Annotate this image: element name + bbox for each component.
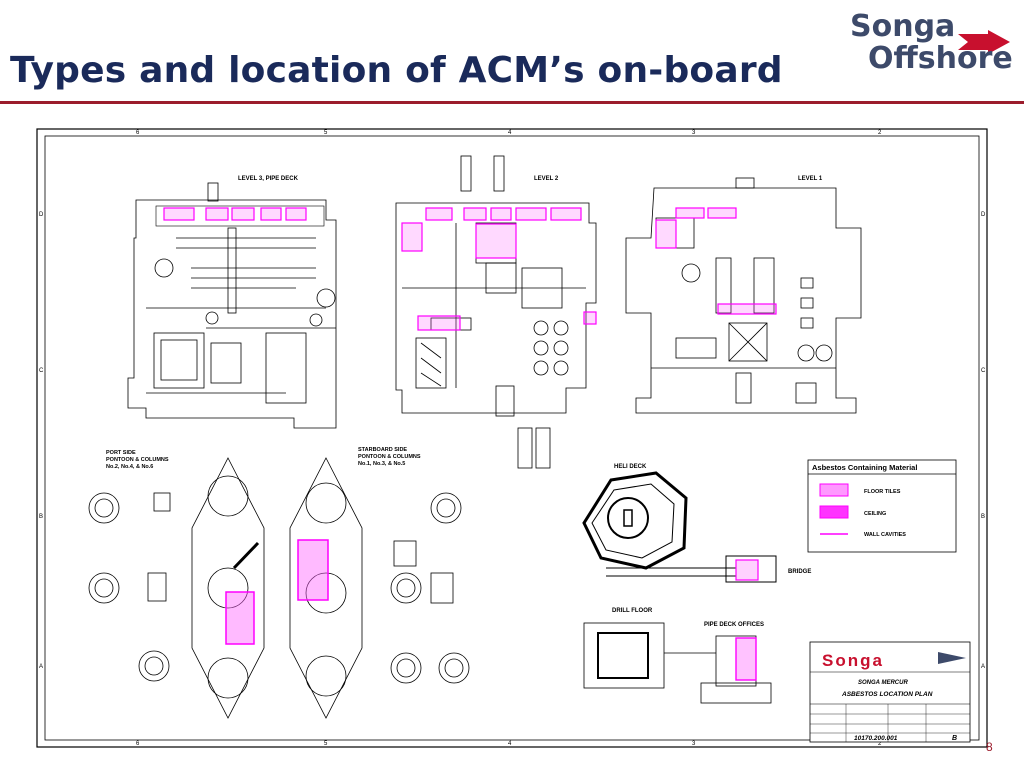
grid-number-bottom: 6	[136, 741, 140, 747]
stbd-pontoon-acm-ceiling	[297, 539, 329, 601]
level-1-plan: LEVEL 1	[625, 176, 862, 414]
logo-line-1: Songa	[850, 9, 956, 44]
grid-number-top: 5	[324, 130, 328, 136]
level-1-acm-ceiling	[655, 207, 777, 315]
sheet-inner-border	[44, 135, 980, 741]
grid-numbers-top: 6 5 4 3 2	[136, 130, 882, 136]
level-3-acm-ceiling	[163, 207, 307, 221]
grid-letter: B	[981, 514, 985, 520]
grid-letter: D	[981, 212, 986, 218]
drill-floor-label: DRILL FLOOR	[612, 608, 653, 614]
page-number: 8	[986, 740, 993, 754]
grid-numbers-bottom: 6 5 4 3 2	[136, 741, 882, 747]
grid-number-bottom: 4	[508, 741, 512, 747]
stbd-pontoon-title: STARBOARD SIDE	[358, 447, 407, 453]
level-1-label: LEVEL 1	[798, 176, 823, 182]
title-block-revision: B	[952, 735, 957, 742]
asbestos-location-drawing: 6 5 4 3 2 6 5 4 3 2 D C B A D C B A LEVE…	[36, 128, 988, 748]
grid-number-top: 2	[878, 130, 882, 136]
bridge-acm	[735, 559, 759, 581]
legend-item: FLOOR TILES	[864, 489, 901, 495]
port-pontoon-subtitle: PONTOON & COLUMNS	[106, 457, 169, 463]
heli-deck-section: HELI DECK BRIDGE	[582, 464, 811, 583]
grid-number-top: 6	[136, 130, 140, 136]
pipe-deck-offices-acm	[735, 637, 757, 681]
grid-letter: A	[39, 664, 43, 670]
heli-deck-label: HELI DECK	[614, 464, 647, 470]
grid-letters-left: D C B A	[39, 212, 44, 670]
floor-tiles-swatch	[819, 483, 849, 497]
title-divider	[0, 101, 1024, 104]
grid-letter: D	[39, 212, 44, 218]
legend-item: CEILING	[864, 511, 886, 517]
logo-line-2: Offshore	[868, 41, 1013, 76]
legend-item: WALL CAVITIES	[864, 532, 906, 538]
grid-letter: C	[39, 368, 44, 374]
title-block-arrow-icon	[938, 652, 966, 664]
drill-floor-section: DRILL FLOOR PIPE DECK OFFICES	[583, 608, 772, 704]
stbd-pontoon-columns: No.1, No.3, & No.5	[358, 461, 405, 467]
grid-letter: A	[981, 664, 985, 670]
port-pontoon-acm-ceiling	[225, 591, 255, 645]
grid-number-bottom: 2	[878, 741, 882, 747]
slide-title: Types and location of ACM’s on-board	[10, 50, 783, 91]
stbd-pontoon-subtitle: PONTOON & COLUMNS	[358, 454, 421, 460]
acm-legend: Asbestos Containing Material FLOOR TILES…	[807, 459, 957, 553]
level-2-acm-ceiling	[401, 207, 597, 331]
grid-letters-right: D C B A	[981, 212, 986, 670]
logo-arrow-icon	[958, 30, 1010, 54]
starboard-pontoon-section: STARBOARD SIDE PONTOON & COLUMNS No.1, N…	[289, 447, 470, 719]
pipe-deck-offices-label: PIPE DECK OFFICES	[704, 622, 764, 628]
legend-title: Asbestos Containing Material	[812, 463, 917, 472]
level-3-label: LEVEL 3, PIPE DECK	[238, 176, 299, 182]
songa-offshore-logo: Songa Offshore	[846, 9, 1013, 80]
port-pontoon-section: PORT SIDE PONTOON & COLUMNS No.2, No.4, …	[88, 450, 265, 719]
drawing-title-block: Songa SONGA MERCUR ASBESTOS LOCATION PLA…	[809, 641, 971, 743]
grid-number-top: 4	[508, 130, 512, 136]
level-2-label: LEVEL 2	[534, 176, 559, 182]
level-3-pipe-deck-plan: LEVEL 3, PIPE DECK	[127, 176, 337, 429]
port-pontoon-columns: No.2, No.4, & No.6	[106, 464, 153, 470]
port-pontoon-title: PORT SIDE	[106, 450, 136, 456]
level-2-plan: LEVEL 2	[395, 155, 597, 469]
grid-letter: B	[39, 514, 43, 520]
title-block-project: SONGA MERCUR	[858, 680, 908, 686]
title-block-company: Songa	[822, 651, 884, 670]
grid-number-bottom: 5	[324, 741, 328, 747]
grid-number-bottom: 3	[692, 741, 696, 747]
grid-letter: C	[981, 368, 986, 374]
bridge-label: BRIDGE	[788, 569, 811, 575]
ceiling-swatch	[819, 505, 849, 519]
title-block-drawing-number: 10170.200.001	[854, 735, 898, 742]
grid-number-top: 3	[692, 130, 696, 136]
title-block-plan: ASBESTOS LOCATION PLAN	[841, 691, 933, 698]
